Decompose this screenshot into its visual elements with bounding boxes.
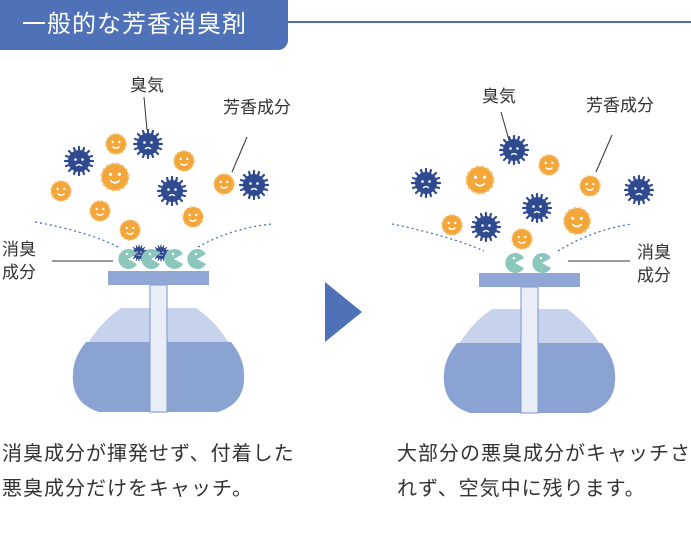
deodorant-catcher-icon xyxy=(532,253,551,273)
bottle-cap xyxy=(108,271,209,285)
bottle-wick xyxy=(149,284,168,413)
odor-germ-icon xyxy=(238,169,270,201)
fragrance-smiley-icon xyxy=(511,228,533,250)
fragrance-smiley-icon xyxy=(563,207,591,235)
right-deodorant-label-2: 成分 xyxy=(637,266,671,286)
fragrance-smiley-icon xyxy=(579,175,601,197)
right-caption: 大部分の悪臭成分がキャッチされず、空気中に残ります。 xyxy=(397,441,691,500)
left-odor-leader xyxy=(143,96,148,131)
odor-germ-icon xyxy=(521,192,553,224)
odor-germ-icon xyxy=(63,145,95,177)
title-underline xyxy=(288,21,691,23)
odor-germ-icon xyxy=(498,134,530,166)
arrow-right-icon xyxy=(325,282,362,342)
left-odor-label: 臭気 xyxy=(130,76,164,96)
fragrance-smiley-icon xyxy=(100,162,130,192)
odor-germ-icon xyxy=(156,175,188,207)
odor-germ-icon xyxy=(623,174,655,206)
left-fragrance-leader xyxy=(231,136,248,173)
left-scent-arc-left xyxy=(34,221,121,249)
left-deodorant-label-2: 成分 xyxy=(2,263,36,283)
left-scent-arc-right xyxy=(197,223,273,248)
right-bottle xyxy=(443,273,616,414)
right-fragrance-label: 芳香成分 xyxy=(586,96,654,116)
fragrance-smiley-icon xyxy=(213,173,235,195)
fragrance-smiley-icon xyxy=(465,165,495,195)
page-title: 一般的な芳香消臭剤 xyxy=(22,10,247,38)
deodorant-catcher-icon xyxy=(118,249,137,269)
fragrance-smiley-icon xyxy=(89,200,111,222)
deodorant-catcher-icon xyxy=(187,249,206,269)
deodorant-catcher-icon xyxy=(505,253,524,273)
odor-germ-icon xyxy=(410,167,442,199)
right-scent-arc-left xyxy=(391,223,485,252)
left-deodorant-label-1: 消臭 xyxy=(2,240,36,260)
fragrance-smiley-icon xyxy=(105,133,127,155)
fragrance-smiley-icon xyxy=(173,150,195,172)
fragrance-smiley-icon xyxy=(119,219,141,241)
right-deodorant-label-1: 消臭 xyxy=(637,243,671,263)
right-panel: 臭気 芳香成分 消臭 成分 xyxy=(391,87,671,414)
left-caption: 消臭成分が揮発せず、付着した悪臭成分だけをキャッチ。 xyxy=(2,441,295,500)
left-panel: 臭気 芳香成分 消臭 成分 xyxy=(2,76,291,413)
right-odor-label: 臭気 xyxy=(482,87,516,107)
fragrance-smiley-icon xyxy=(538,154,560,176)
deodorant-catcher-icon xyxy=(164,249,183,269)
right-fragrance-leader xyxy=(595,134,613,173)
fragrance-smiley-icon xyxy=(441,214,463,236)
bottle-wick xyxy=(520,286,539,414)
right-scent-arc-right xyxy=(557,223,633,252)
odor-germ-icon xyxy=(470,211,502,243)
bottle-cap xyxy=(479,273,580,287)
right-odor-leader xyxy=(500,111,510,141)
title-tab: 一般的な芳香消臭剤 xyxy=(0,0,288,50)
left-bottle xyxy=(72,271,245,413)
odor-germ-icon xyxy=(132,128,164,160)
fragrance-smiley-icon xyxy=(50,180,72,202)
left-fragrance-label: 芳香成分 xyxy=(223,98,291,118)
fragrance-smiley-icon xyxy=(182,206,204,228)
